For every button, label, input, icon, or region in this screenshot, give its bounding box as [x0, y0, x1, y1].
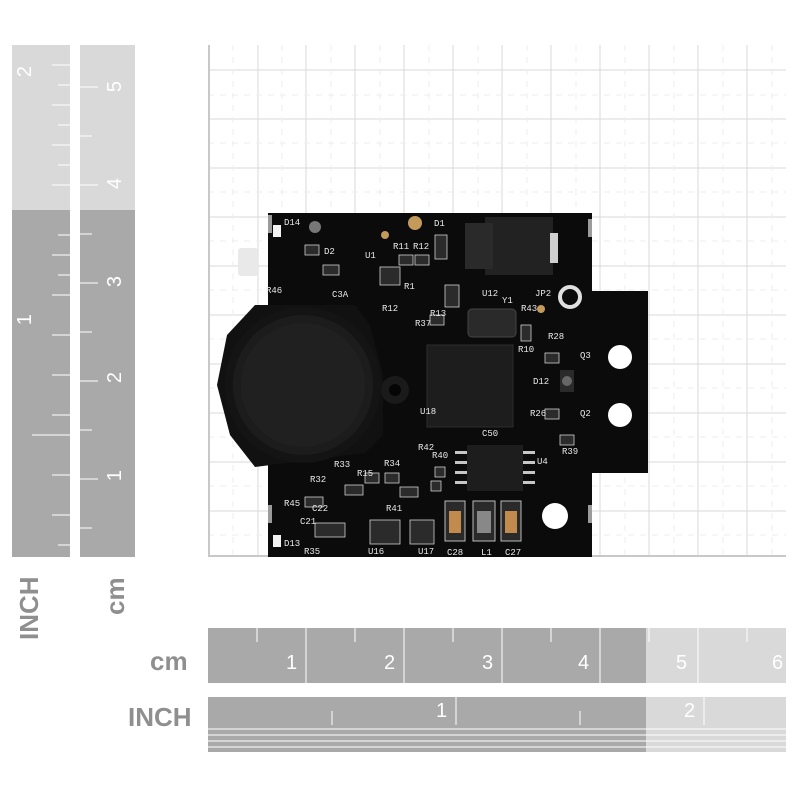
silk-c21: C21	[300, 517, 317, 527]
horizontal-ruler-cm-tick-2: 2	[384, 652, 396, 674]
silk-c28: C28	[447, 548, 464, 558]
silk-r1: R1	[404, 282, 415, 292]
silk-r41: R41	[386, 504, 403, 514]
vertical-ruler-cm-tick-1: 1	[104, 469, 127, 482]
horizontal-ruler-cm	[208, 628, 786, 683]
silk-u4: U4	[537, 457, 548, 467]
silk-r33: R33	[334, 460, 351, 470]
silk-r37: R37	[415, 319, 432, 329]
silk-u17: U17	[418, 547, 435, 557]
horizontal-ruler-inch-tick-2: 2	[684, 700, 696, 722]
vertical-ruler-cm-label: cm	[100, 577, 130, 615]
silk-r35: R35	[304, 547, 321, 557]
silk-c22: C22	[312, 504, 329, 514]
vertical-ruler-inch	[12, 45, 70, 557]
silk-r11: R11	[393, 242, 410, 252]
silk-u18: U18	[420, 407, 437, 417]
silk-c50: C50	[482, 429, 499, 439]
horizontal-ruler-cm-tick-4: 4	[578, 652, 590, 674]
silk-d13: D13	[284, 539, 301, 549]
silk-r13: R13	[430, 309, 447, 319]
silk-c3a: C3A	[332, 290, 349, 300]
silk-r40: R40	[432, 451, 449, 461]
silk-q3: Q3	[580, 351, 591, 361]
silk-q2: Q2	[580, 409, 591, 419]
silk-y1: Y1	[502, 296, 513, 306]
vertical-ruler-cm-tick-5: 5	[104, 80, 127, 93]
vertical-ruler-cm-tick-3: 3	[104, 275, 127, 288]
silk-r43: R43	[521, 304, 538, 314]
pcb-board	[205, 205, 655, 565]
silk-d14: D14	[284, 218, 301, 228]
silk-u12: U12	[482, 289, 499, 299]
silk-r46: R46	[266, 286, 283, 296]
horizontal-ruler-cm-tick-1: 1	[286, 652, 298, 674]
silk-r12: R12	[382, 304, 399, 314]
vertical-ruler-inch-tick-2: 2	[14, 65, 37, 78]
vertical-ruler-inch-label: INCH	[14, 576, 44, 640]
silk-r15: R15	[357, 469, 374, 479]
silk-c27: C27	[505, 548, 522, 558]
silk-r32: R32	[310, 475, 327, 485]
silk-r42: R42	[418, 443, 435, 453]
vertical-ruler-cm	[80, 45, 135, 557]
silk-l1: L1	[481, 548, 492, 558]
silk-r39: R39	[562, 447, 579, 457]
silk-r10: R10	[518, 345, 535, 355]
silk-r12-top: R12	[413, 242, 430, 252]
vertical-ruler-cm-tick-2: 2	[104, 371, 127, 384]
silk-d1: D1	[434, 219, 445, 229]
horizontal-ruler-cm-tick-5: 5	[676, 652, 688, 674]
horizontal-ruler-cm-tick-6: 6	[772, 652, 784, 674]
silk-r28: R28	[548, 332, 565, 342]
horizontal-ruler-inch-tick-1: 1	[436, 700, 448, 722]
silk-d12: D12	[533, 377, 550, 387]
silk-d2: D2	[324, 247, 335, 257]
silk-r26: R26	[530, 409, 547, 419]
vertical-ruler-cm-tick-4: 4	[104, 177, 127, 190]
vertical-ruler-inch-tick-1: 1	[14, 313, 37, 326]
silk-u1: U1	[365, 251, 376, 261]
silk-jp2: JP2	[535, 289, 552, 299]
silk-u16: U16	[368, 547, 385, 557]
horizontal-ruler-inch	[208, 697, 786, 752]
silk-r45: R45	[284, 499, 301, 509]
horizontal-ruler-cm-tick-3: 3	[482, 652, 494, 674]
silk-r34: R34	[384, 459, 401, 469]
horizontal-ruler-cm-label: cm	[150, 646, 188, 676]
horizontal-ruler-inch-label: INCH	[128, 702, 192, 732]
